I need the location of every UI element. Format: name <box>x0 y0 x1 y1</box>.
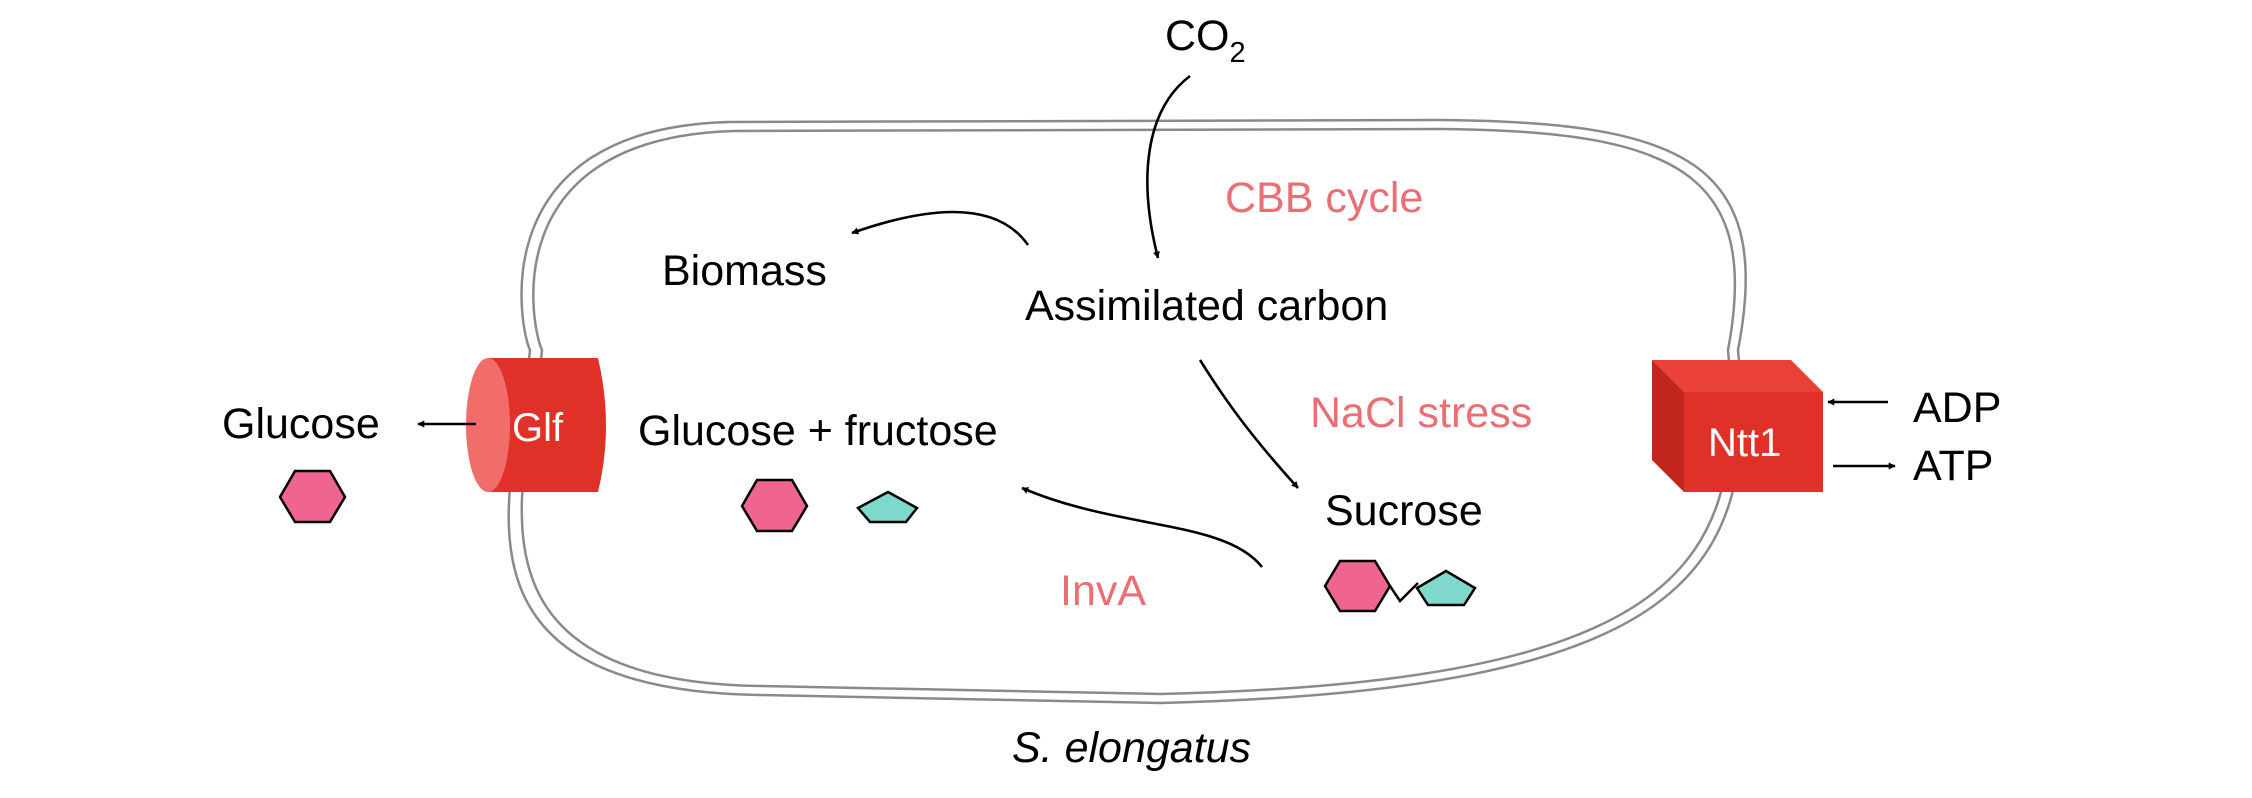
cell-membrane <box>507 118 1747 705</box>
sucrose-glucose-hexagon <box>1323 559 1392 613</box>
co2-base: CO <box>1165 12 1230 60</box>
external-glucose-hexagon <box>278 469 347 524</box>
co2-subscript: 2 <box>1230 37 1246 69</box>
co2-label: CO2 <box>1165 12 1246 69</box>
glucose-fructose-molecules <box>740 478 919 533</box>
nacl-stress-label: NaCl stress <box>1310 389 1532 437</box>
glf-label: Glf <box>512 406 564 450</box>
atp-label: ATP <box>1913 442 1993 490</box>
co2-arrow <box>1146 74 1191 259</box>
sucrose-label: Sucrose <box>1325 487 1483 535</box>
cbb-cycle-label: CBB cycle <box>1225 174 1423 222</box>
intracellular-fructose-pentagon <box>856 490 919 524</box>
glucose-fructose-label: Glucose + fructose <box>638 407 998 455</box>
assimilated-carbon-label: Assimilated carbon <box>1025 282 1388 330</box>
outer-membrane <box>507 118 1747 705</box>
glycosidic-bond <box>1388 582 1419 603</box>
sucrose-synthesis-arrow <box>1198 359 1299 489</box>
external-glucose-label: Glucose <box>222 400 380 448</box>
intracellular-glucose-hexagon <box>740 478 809 533</box>
ntt1-front-face <box>1684 392 1823 492</box>
ntt1-label: Ntt1 <box>1708 421 1781 465</box>
ntt1-transporter: Ntt1 <box>1652 360 1823 492</box>
adp-label: ADP <box>1913 384 2001 432</box>
organism-label: S. elongatus <box>1012 724 1251 772</box>
sucrose-fructose-pentagon <box>1415 569 1477 607</box>
biomass-label: Biomass <box>662 247 827 295</box>
inva-arrow <box>1021 486 1264 568</box>
sucrose-molecule <box>1323 559 1477 613</box>
glf-transporter: Glf <box>466 358 606 492</box>
inner-membrane <box>520 127 1737 696</box>
ntt1-top-face <box>1652 360 1823 392</box>
inva-label: InvA <box>1060 567 1146 615</box>
biomass-arrow <box>851 210 1030 246</box>
ntt1-side-face <box>1652 360 1684 492</box>
glf-cylinder-end <box>466 358 510 492</box>
glf-cylinder-body <box>488 358 606 492</box>
